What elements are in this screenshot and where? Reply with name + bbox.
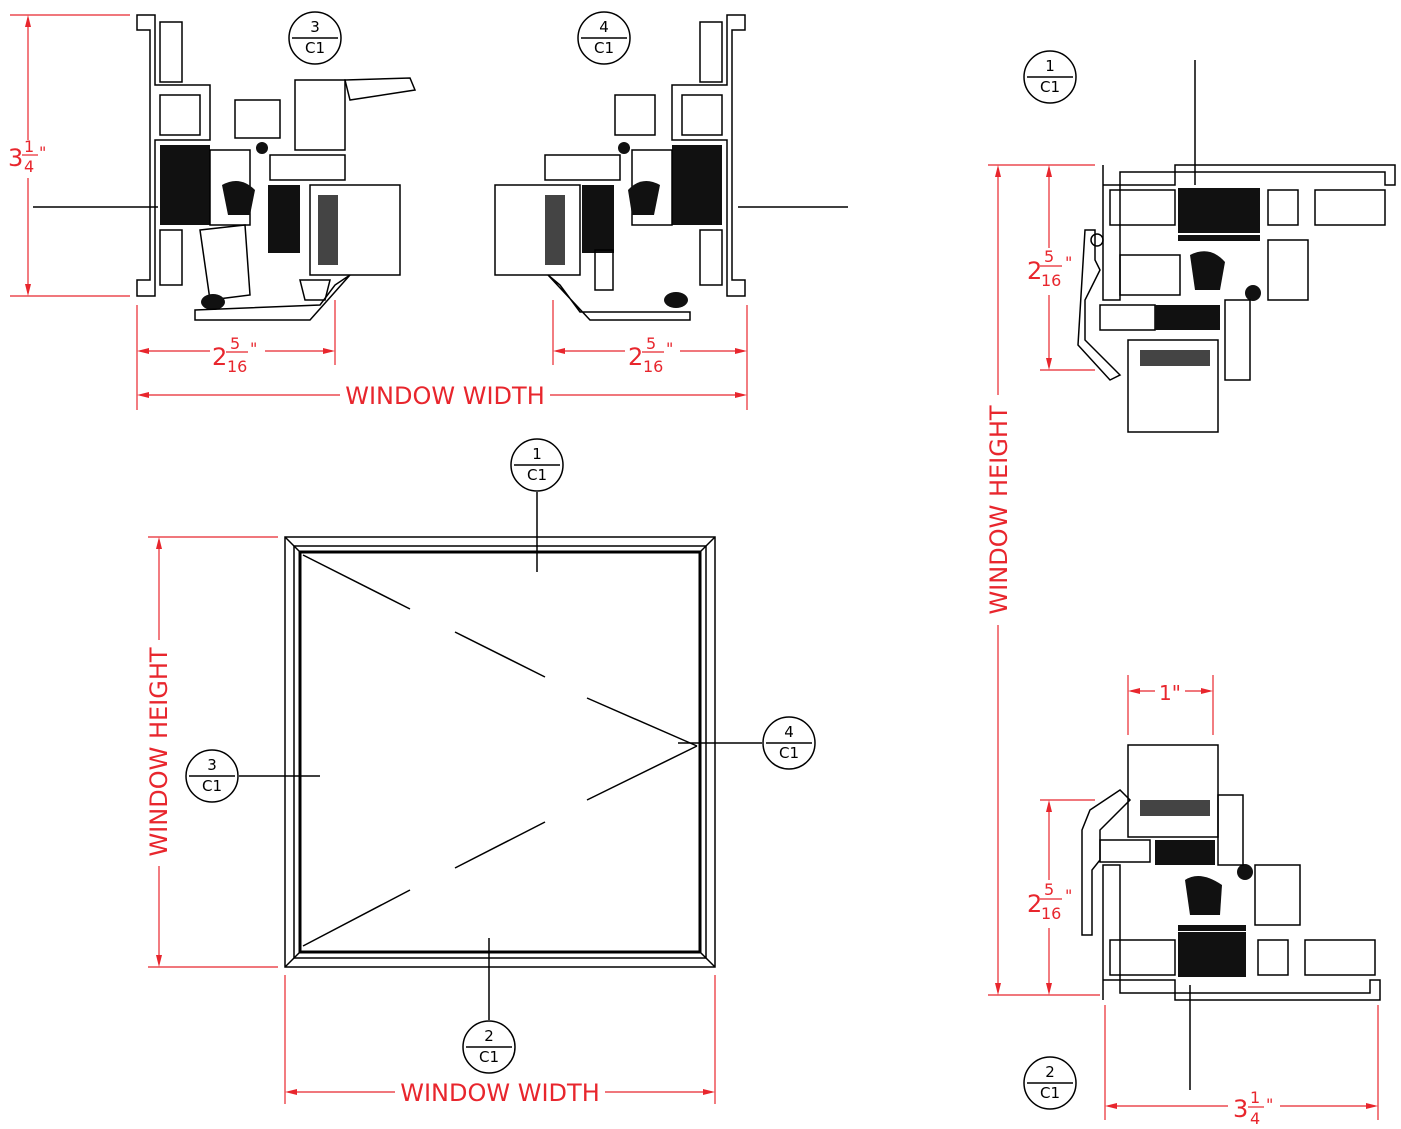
svg-text:C1: C1 [594, 39, 614, 57]
svg-text:": " [1266, 1095, 1273, 1114]
svg-text:3: 3 [310, 18, 320, 36]
detail-1-dimensions: 2 5 16 " [1027, 164, 1095, 371]
svg-text:1: 1 [24, 137, 34, 156]
svg-text:3: 3 [1233, 1095, 1248, 1123]
window-elevation [239, 492, 762, 1020]
svg-text:": " [39, 143, 46, 162]
svg-text:16: 16 [227, 357, 247, 376]
detail-3-jamb-section [33, 14, 417, 321]
svg-text:1: 1 [1250, 1088, 1260, 1107]
section-tag-2-detail[interactable]: 2 C1 [1023, 1056, 1077, 1110]
svg-text:5: 5 [1044, 880, 1054, 899]
svg-text:": " [1065, 886, 1072, 905]
svg-text:2: 2 [1027, 890, 1042, 918]
section-tag-3-elev[interactable]: 3 C1 [185, 749, 239, 803]
svg-text:C1: C1 [1040, 1084, 1060, 1102]
section-tag-2-elev[interactable]: 2 C1 [462, 1020, 516, 1074]
svg-text:C1: C1 [779, 744, 799, 762]
svg-text:2: 2 [212, 343, 227, 371]
detail-1-head-section [1077, 60, 1396, 433]
glass-depth-label: 1" [1159, 681, 1181, 705]
window-height-label: WINDOW HEIGHT [145, 647, 173, 856]
window-width-label: WINDOW WIDTH [400, 1079, 600, 1107]
svg-text:1: 1 [1045, 57, 1055, 75]
svg-text:2: 2 [484, 1027, 494, 1045]
detail-4-jamb-section [494, 14, 848, 321]
detail-window-height-label: WINDOW HEIGHT [985, 405, 1013, 614]
svg-text:": " [666, 339, 673, 358]
section-tag-1-elev[interactable]: 1 C1 [510, 438, 564, 492]
section-tag-3-detail[interactable]: 3 C1 [288, 11, 342, 65]
detail-2-sill-section [1081, 744, 1381, 1090]
svg-text:": " [1065, 253, 1072, 272]
svg-text:4: 4 [24, 157, 34, 176]
frame-inner-line [293, 545, 707, 959]
svg-text:16: 16 [643, 357, 663, 376]
sash-outline [298, 550, 702, 954]
svg-text:3: 3 [8, 144, 23, 172]
elevation-height-dimension: WINDOW HEIGHT [145, 536, 278, 968]
section-tag-1-detail[interactable]: 1 C1 [1023, 50, 1077, 104]
svg-text:4: 4 [1250, 1109, 1260, 1128]
svg-text:5: 5 [1044, 247, 1054, 266]
svg-text:2: 2 [1027, 257, 1042, 285]
svg-text:5: 5 [646, 334, 656, 353]
detail-4-dimensions: 2 5 16 " [552, 300, 747, 376]
svg-text:3: 3 [207, 756, 217, 774]
svg-text:": " [250, 339, 257, 358]
svg-text:C1: C1 [527, 466, 547, 484]
section-tag-4-elev[interactable]: 4 C1 [762, 716, 816, 770]
detail-window-width-label: WINDOW WIDTH [345, 382, 545, 410]
detail-3-dimensions: 3 1 4 " 2 5 16 " WINDOW WIDTH [8, 14, 748, 410]
svg-text:C1: C1 [305, 39, 325, 57]
outer-frame [284, 536, 716, 968]
section-tag-4-detail[interactable]: 4 C1 [577, 11, 631, 65]
svg-text:C1: C1 [1040, 78, 1060, 96]
svg-text:1: 1 [532, 445, 542, 463]
svg-text:2: 2 [1045, 1063, 1055, 1081]
svg-text:C1: C1 [479, 1048, 499, 1066]
svg-text:4: 4 [784, 723, 794, 741]
svg-text:2: 2 [628, 343, 643, 371]
detail-2-dimensions: 1" 2 5 16 " 3 1 4 " [1027, 675, 1379, 1128]
svg-text:C1: C1 [202, 777, 222, 795]
svg-text:16: 16 [1041, 271, 1061, 290]
elevation-width-dimension: WINDOW WIDTH [284, 975, 716, 1107]
detail-height-dimension: WINDOW HEIGHT [985, 164, 1100, 996]
svg-text:4: 4 [599, 18, 609, 36]
svg-text:5: 5 [230, 334, 240, 353]
svg-text:16: 16 [1041, 904, 1061, 923]
swing-indicator [302, 554, 698, 947]
